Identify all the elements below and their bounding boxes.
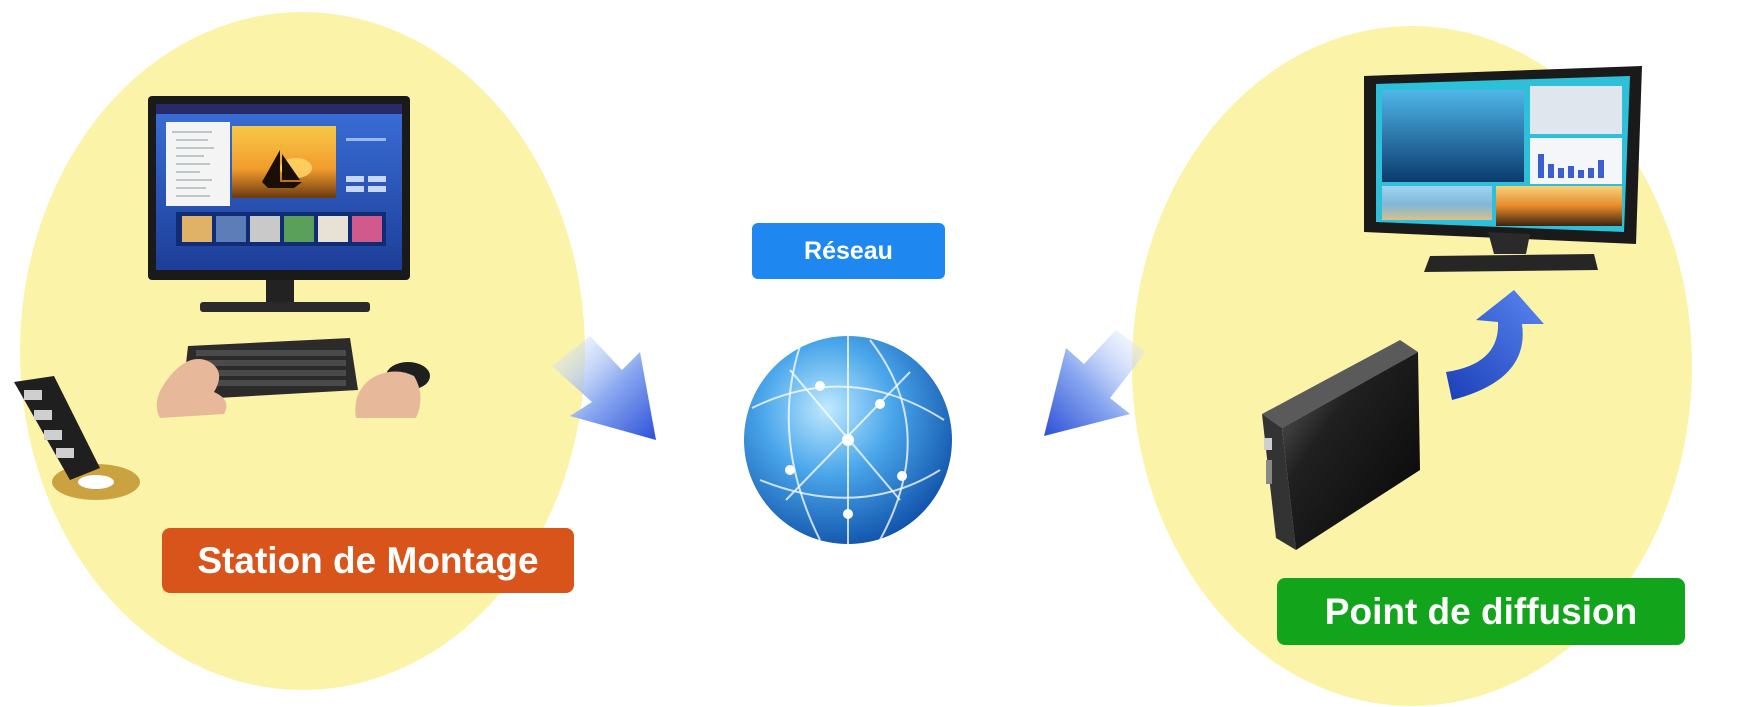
station-to-network-arrow-icon: [552, 336, 656, 440]
network-label: Réseau: [752, 223, 945, 279]
film-reel-icon: [14, 376, 140, 500]
player-to-display-arrow-icon: [1446, 290, 1544, 400]
keyboard-icon: [156, 338, 430, 418]
diffusion-label: Point de diffusion: [1277, 578, 1685, 645]
network-globe-icon: [744, 336, 952, 544]
diffusion-to-network-arrow-icon: [1044, 330, 1146, 436]
display-screen-icon: [1364, 66, 1642, 272]
media-player-box-icon: [1262, 340, 1420, 550]
station-label: Station de Montage: [162, 528, 574, 593]
workstation-monitor-icon: [148, 96, 410, 312]
